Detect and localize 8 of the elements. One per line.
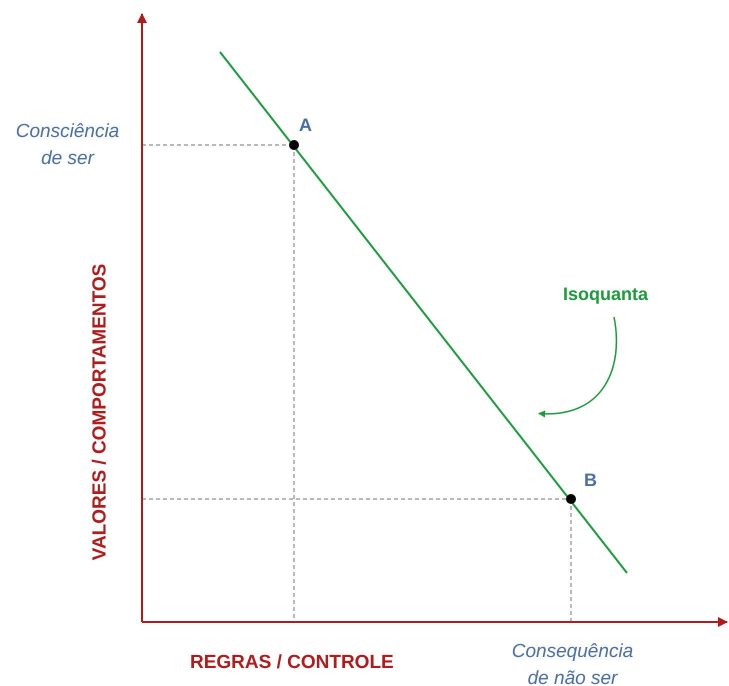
point-label: B <box>584 470 597 490</box>
curve-label: Isoquanta <box>563 283 648 305</box>
axis-value-label: Consciência de ser <box>14 120 120 171</box>
y-axis-title: VALORES / COMPORTAMENTOS <box>88 264 111 560</box>
point-label: A <box>299 115 312 135</box>
axis-value-label: Consequência de não ser <box>510 640 634 686</box>
leader-arrow <box>538 316 618 418</box>
x-axis-title: REGRAS / CONTROLE <box>190 652 394 674</box>
